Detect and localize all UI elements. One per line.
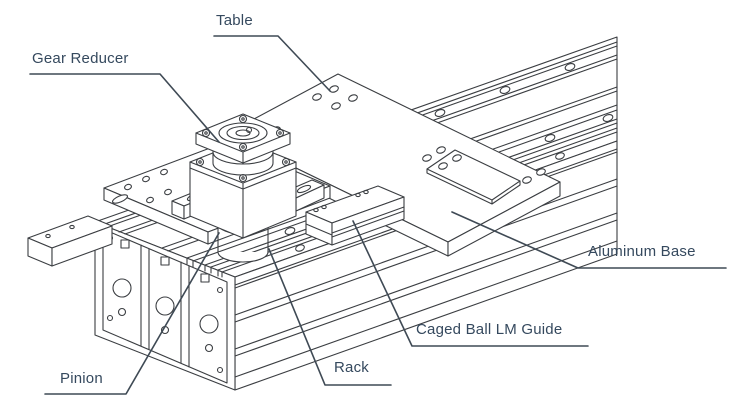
label-caged-ball-lm-guide: Caged Ball LM Guide <box>416 321 563 338</box>
caged-ball-lm-guide-leader-line <box>352 220 589 347</box>
aluminum-base-leader-line <box>451 211 727 269</box>
motor-drawing <box>189 113 297 239</box>
rack-leader-line <box>268 248 392 386</box>
illustration <box>27 36 618 391</box>
gear-reducer-drawing <box>195 113 291 164</box>
table-leader-line <box>213 35 331 92</box>
gear-reducer-leader-line <box>29 73 220 143</box>
label-aluminum-base: Aluminum Base <box>588 243 696 260</box>
leader-lines <box>29 35 727 395</box>
pinion-leader-line <box>44 232 220 395</box>
label-table: Table <box>216 12 253 29</box>
rear-carriage-block-drawing <box>27 215 113 267</box>
mount-plate-holes <box>111 168 172 204</box>
lm-guide-block-drawing <box>305 185 405 246</box>
label-rack: Rack <box>334 359 369 376</box>
label-pinion: Pinion <box>60 370 103 387</box>
label-gear-reducer: Gear Reducer <box>32 50 129 67</box>
